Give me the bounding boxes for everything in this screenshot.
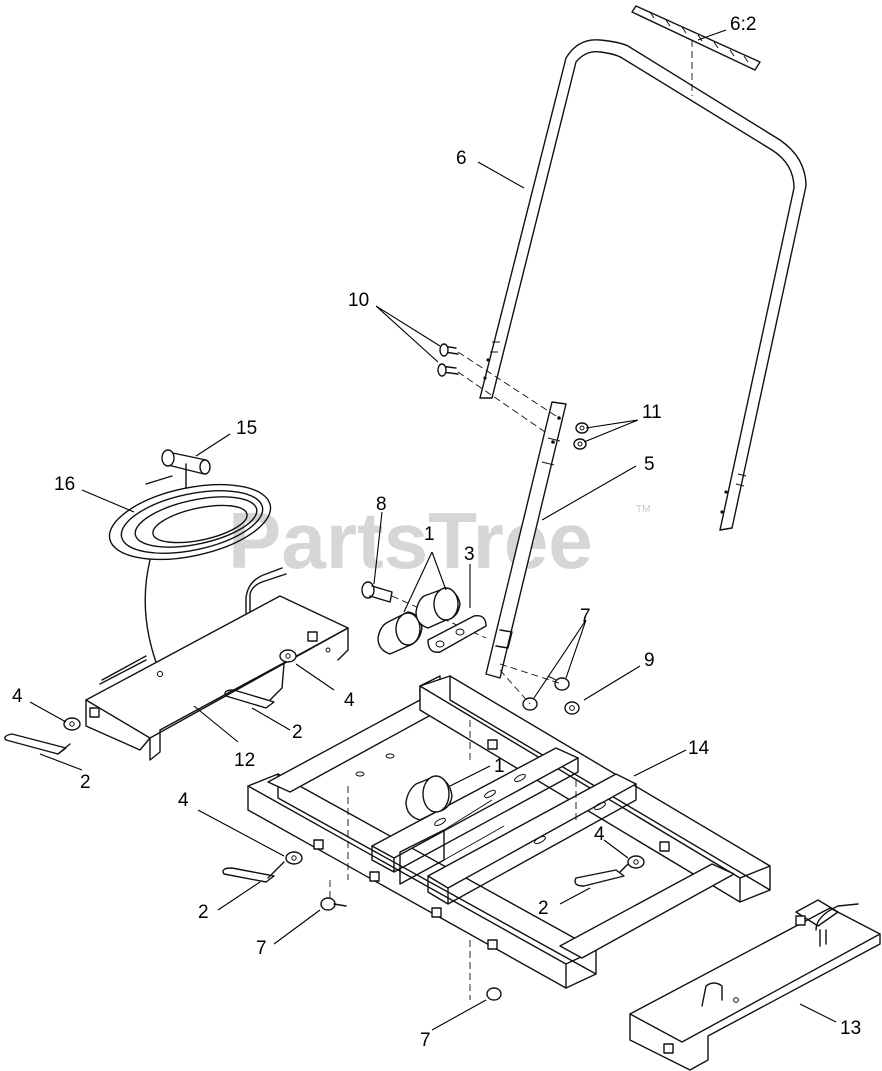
callout-13: 13 bbox=[840, 1018, 861, 1039]
callout-1-bottom: 1 bbox=[494, 756, 505, 777]
watermark-trademark: TM bbox=[636, 504, 650, 515]
part-4-clip-left-outer[interactable] bbox=[63, 717, 81, 731]
callout-4-b: 4 bbox=[344, 690, 355, 711]
part-4-clip-left-inner[interactable] bbox=[279, 649, 297, 663]
callout-7-c: 7 bbox=[420, 1030, 431, 1051]
part-16-cable-coil[interactable] bbox=[103, 472, 278, 663]
callout-2-a: 2 bbox=[80, 772, 91, 793]
callout-6-2: 6:2 bbox=[730, 14, 756, 35]
part-7-bolt-upper[interactable] bbox=[547, 675, 570, 691]
part-6-2-decal-strip[interactable] bbox=[631, 5, 761, 96]
part-2-pin-left-outer[interactable] bbox=[4, 733, 71, 755]
leader-lines bbox=[29, 29, 837, 1031]
callout-5: 5 bbox=[644, 454, 655, 475]
callout-10: 10 bbox=[348, 290, 369, 311]
callout-2-c: 2 bbox=[198, 902, 209, 923]
callout-7-a: 7 bbox=[580, 606, 591, 627]
part-7-bolt-frame-left[interactable] bbox=[320, 897, 347, 911]
callout-9: 9 bbox=[644, 650, 655, 671]
part-14-main-frame[interactable] bbox=[247, 675, 771, 1000]
callout-4-c: 4 bbox=[178, 790, 189, 811]
callout-1-top: 1 bbox=[424, 524, 435, 545]
callout-11: 11 bbox=[642, 402, 662, 423]
part-8-shoulder-bolt[interactable] bbox=[361, 581, 393, 603]
part-4-clip-frame-right[interactable] bbox=[627, 855, 645, 869]
part-2-pin-frame-left[interactable] bbox=[222, 861, 285, 883]
callout-16: 16 bbox=[54, 474, 75, 495]
part-4-clip-frame-left[interactable] bbox=[285, 851, 303, 865]
callout-3: 3 bbox=[464, 544, 475, 565]
callout-4-a: 4 bbox=[12, 686, 23, 707]
assembly-line-10 bbox=[457, 351, 557, 435]
callout-labels: 6:2 6 10 11 5 8 1 3 7 9 15 16 4 2 4 2 12… bbox=[12, 14, 861, 1051]
callout-14: 14 bbox=[688, 738, 710, 759]
callout-6: 6 bbox=[456, 148, 467, 169]
callout-8: 8 bbox=[376, 494, 387, 515]
part-1-bumpers[interactable] bbox=[377, 587, 461, 655]
part-2-pin-left-inner[interactable] bbox=[224, 663, 285, 709]
callout-2-d: 2 bbox=[538, 898, 549, 919]
part-10-bolts[interactable] bbox=[437, 343, 459, 377]
part-5-upright-arm[interactable] bbox=[485, 401, 567, 679]
callout-15: 15 bbox=[236, 418, 257, 439]
part-6-handle-bar[interactable] bbox=[479, 39, 807, 531]
part-12-left-hitch[interactable] bbox=[85, 567, 349, 761]
part-11-nuts[interactable] bbox=[573, 422, 589, 450]
part-2-pin-frame-right[interactable] bbox=[574, 861, 631, 887]
assembly-line-7 bbox=[499, 663, 563, 705]
part-3-plate[interactable] bbox=[427, 615, 487, 653]
callout-7-b: 7 bbox=[256, 938, 267, 959]
callout-2-b: 2 bbox=[292, 722, 303, 743]
part-1-frame-bumper[interactable] bbox=[405, 775, 453, 821]
part-15-handle-grip[interactable] bbox=[161, 449, 211, 489]
callout-4-d: 4 bbox=[594, 824, 605, 845]
part-13-right-hitch[interactable] bbox=[629, 899, 881, 1071]
part-7-bolt-frame-bottom[interactable] bbox=[486, 987, 502, 1001]
part-9-nut[interactable] bbox=[564, 701, 580, 715]
callout-12: 12 bbox=[234, 750, 255, 771]
